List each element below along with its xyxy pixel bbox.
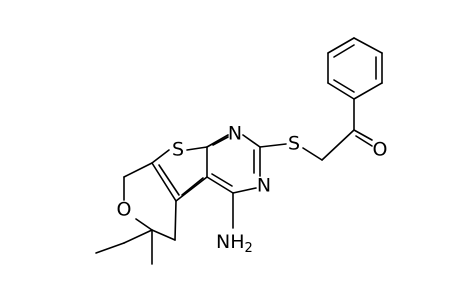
thiophene-sulfur-label: S (172, 139, 184, 161)
pyrimidine-nitrogen-upper-label: N (228, 123, 242, 145)
bond (158, 164, 180, 196)
bond (353, 129, 373, 141)
bond (135, 218, 153, 231)
bond (151, 149, 170, 164)
atom-label-layer: S S N N O O NH2 (117, 123, 388, 256)
bond (353, 37, 383, 54)
bond (123, 162, 153, 178)
bond (186, 146, 208, 151)
bond-layer (95, 37, 383, 265)
pyran-oxygen-label: O (117, 199, 132, 221)
bond (151, 162, 177, 202)
bond (353, 82, 383, 100)
bond (333, 44, 355, 58)
bond (327, 82, 355, 100)
bond (151, 229, 176, 241)
amino-subscript-text: 2 (245, 241, 253, 256)
bond (327, 37, 355, 54)
bond (211, 173, 233, 187)
bond (259, 143, 287, 148)
bond (174, 200, 177, 241)
bond (232, 187, 257, 194)
bond (123, 229, 153, 244)
amino-group-label: NH2 (216, 231, 253, 256)
bond (242, 134, 261, 148)
bond (206, 176, 234, 194)
ketone-oxygen-label: O (373, 139, 388, 161)
bond (95, 242, 125, 254)
bond (206, 134, 229, 148)
bond (302, 147, 323, 161)
bond (333, 79, 355, 93)
bond (355, 135, 373, 147)
amino-main-text: NH (216, 231, 245, 253)
bond (175, 176, 208, 202)
thioether-sulfur-label: S (288, 133, 300, 155)
bond (181, 177, 204, 196)
bond (321, 129, 355, 161)
bond (212, 136, 229, 146)
pyrimidine-nitrogen-lower-label: N (257, 175, 271, 197)
